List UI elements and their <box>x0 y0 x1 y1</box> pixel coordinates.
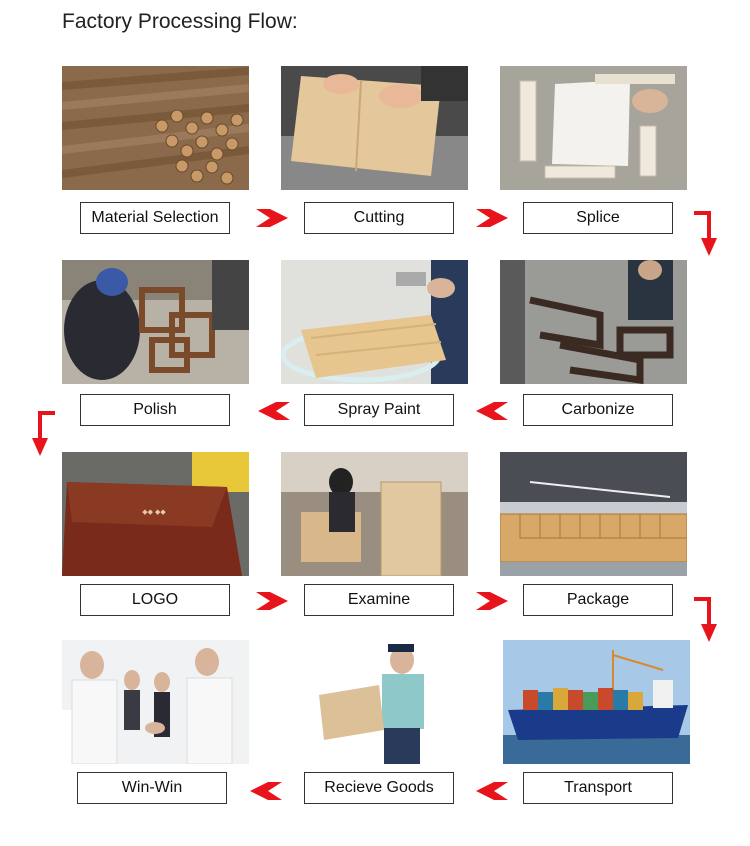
arrow-right-icon <box>256 209 290 227</box>
step-label-examine: Examine <box>304 584 454 616</box>
step-label-splice: Splice <box>523 202 673 234</box>
splice-photo <box>500 66 687 190</box>
arrow-turn-down-icon <box>30 410 56 458</box>
arrow-right-icon <box>476 592 510 610</box>
spray-paint-photo <box>281 260 468 384</box>
step-label-transport: Transport <box>523 772 673 804</box>
arrow-right-icon <box>256 592 290 610</box>
page-title: Factory Processing Flow: <box>62 10 298 33</box>
cutting-photo <box>281 66 468 190</box>
arrow-left-icon <box>474 782 508 800</box>
svg-text:◆◆ ◆◆: ◆◆ ◆◆ <box>142 509 166 516</box>
step-label-recieve-goods: Recieve Goods <box>304 772 454 804</box>
logo-box-photo: ◆◆ ◆◆ <box>62 452 249 576</box>
step-label-material-selection: Material Selection <box>80 202 230 234</box>
warehouse-photo <box>500 452 687 576</box>
arrow-turn-down-icon <box>693 596 719 644</box>
polish-photo <box>62 260 249 384</box>
logs-photo <box>62 66 249 190</box>
step-label-package: Package <box>523 584 673 616</box>
step-label-win-win: Win-Win <box>77 772 227 804</box>
step-label-cutting: Cutting <box>304 202 454 234</box>
step-label-polish: Polish <box>80 394 230 426</box>
arrow-left-icon <box>256 402 290 420</box>
arrow-right-icon <box>476 209 510 227</box>
delivery-man-photo <box>284 640 471 764</box>
carbonize-photo <box>500 260 687 384</box>
arrow-turn-down-icon <box>693 210 719 258</box>
cargo-ship-photo <box>503 640 690 764</box>
arrow-left-icon <box>248 782 282 800</box>
handshake-photo <box>62 640 249 764</box>
step-label-spray-paint: Spray Paint <box>304 394 454 426</box>
step-label-logo: LOGO <box>80 584 230 616</box>
examine-photo <box>281 452 468 576</box>
step-label-carbonize: Carbonize <box>523 394 673 426</box>
arrow-left-icon <box>474 402 508 420</box>
